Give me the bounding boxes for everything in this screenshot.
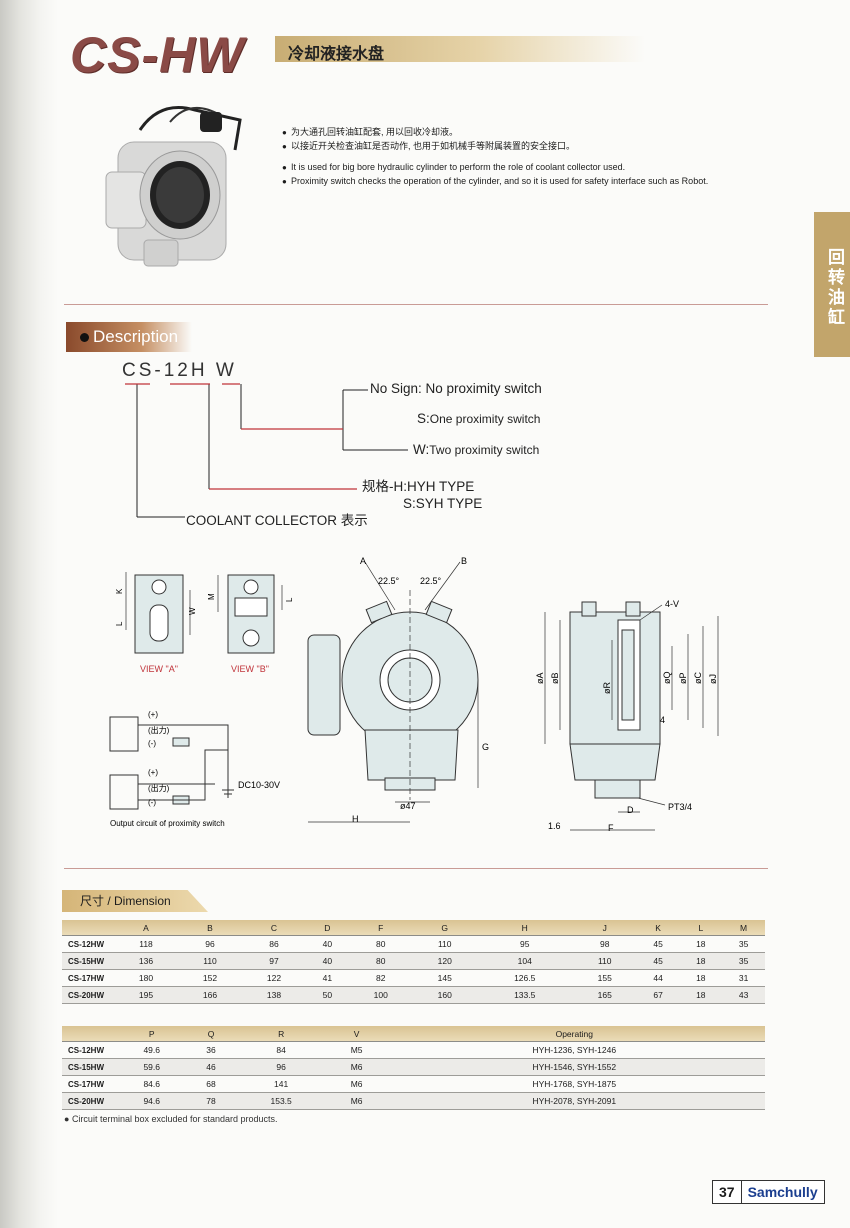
svg-text:22.5°: 22.5° [378, 576, 400, 586]
svg-text:22.5°: 22.5° [420, 576, 442, 586]
svg-text:B: B [461, 556, 467, 566]
description-heading: Description [66, 322, 192, 352]
subtitle-band [275, 36, 645, 62]
code-legend-lines [125, 383, 408, 518]
svg-text:H: H [352, 814, 359, 824]
svg-text:DC10-30V: DC10-30V [238, 780, 280, 790]
svg-text:(+): (+) [148, 710, 158, 719]
page-number: 37 [713, 1181, 742, 1203]
feature-item: ●为大通孔回转油缸配套, 用以回收冷却液。 [282, 127, 459, 137]
svg-text:(-): (-) [148, 798, 156, 807]
svg-text:VIEW "A": VIEW "A" [140, 664, 178, 674]
feature-item: ●以接近开关检查油缸是否动作, 也用于如机械手等附属装置的安全接口。 [282, 140, 576, 151]
svg-text:G: G [482, 742, 489, 752]
svg-text:(出力): (出力) [148, 783, 170, 793]
svg-text:øB: øB [550, 672, 560, 684]
technical-drawing: K L W VIEW "A" M L VIEW "B" (+) (出力) (-)… [109, 556, 719, 833]
svg-text:K: K [115, 588, 124, 594]
divider [64, 868, 768, 869]
side-category-tab: 回转油缸 [814, 212, 850, 357]
coolant-label: COOLANT COLLECTOR 表示 [186, 513, 368, 528]
feature-list: ●为大通孔回转油缸配套, 用以回收冷却液。 ●以接近开关检查油缸是否动作, 也用… [282, 126, 782, 188]
front-view-drawing [307, 561, 479, 823]
w-sign-label: W:Two proximity switch [413, 442, 540, 457]
svg-text:M: M [207, 593, 216, 600]
svg-text:4-V: 4-V [665, 599, 679, 609]
view-a-drawing: K L W VIEW "A" [115, 572, 197, 674]
no-sign-label: No Sign: No proximity switch [370, 381, 542, 396]
svg-text:øA: øA [535, 672, 545, 684]
svg-text:(+): (+) [148, 768, 158, 777]
product-photo [105, 106, 242, 267]
svg-text:D: D [627, 805, 634, 815]
table-note: ● Circuit terminal box excluded for stan… [64, 1114, 278, 1124]
svg-text:øC: øC [693, 672, 703, 684]
page-footer: 37 Samchully [712, 1180, 825, 1204]
svg-text:L: L [115, 621, 124, 626]
page-title: CS-HW [70, 27, 245, 83]
feature-item: ●Proximity switch checks the operation o… [282, 175, 709, 186]
svg-text:4: 4 [660, 715, 665, 725]
side-view-drawing [544, 601, 719, 831]
svg-text:W: W [188, 607, 197, 615]
book-spine-shadow [0, 0, 58, 1228]
svg-text:(出力): (出力) [148, 725, 170, 735]
divider [64, 304, 768, 305]
page-subtitle: 冷却液接水盘 [288, 46, 385, 63]
svg-text:øR: øR [602, 682, 612, 694]
view-b-drawing: M L VIEW "B" [207, 574, 294, 674]
s-sign-label: S:One proximity switch [417, 411, 541, 426]
svg-text:(-): (-) [148, 739, 156, 748]
svg-text:1.6: 1.6 [548, 821, 561, 831]
svg-text:L: L [285, 597, 294, 602]
svg-text:øP: øP [678, 672, 688, 684]
svg-text:øQ: øQ [662, 672, 672, 685]
model-code: CS-12H W [122, 360, 237, 381]
brand-name: Samchully [741, 1181, 824, 1203]
svg-text:øJ: øJ [708, 674, 718, 684]
svg-text:F: F [608, 823, 614, 833]
svg-text:A: A [360, 556, 366, 566]
feature-item: ●It is used for big bore hydraulic cylin… [282, 162, 626, 172]
spec-h-label: 规格-H:HYH TYPE [362, 479, 475, 494]
svg-text:PT3/4: PT3/4 [668, 802, 692, 812]
svg-text:ø47: ø47 [400, 801, 416, 811]
svg-text:VIEW "B": VIEW "B" [231, 664, 269, 674]
svg-text:Output circuit of proximity sw: Output circuit of proximity switch [110, 819, 225, 828]
output-circuit-drawing [109, 716, 234, 810]
dimension-heading: 尺寸 / Dimension [62, 890, 208, 912]
spec-s-label: S:SYH TYPE [403, 496, 483, 511]
